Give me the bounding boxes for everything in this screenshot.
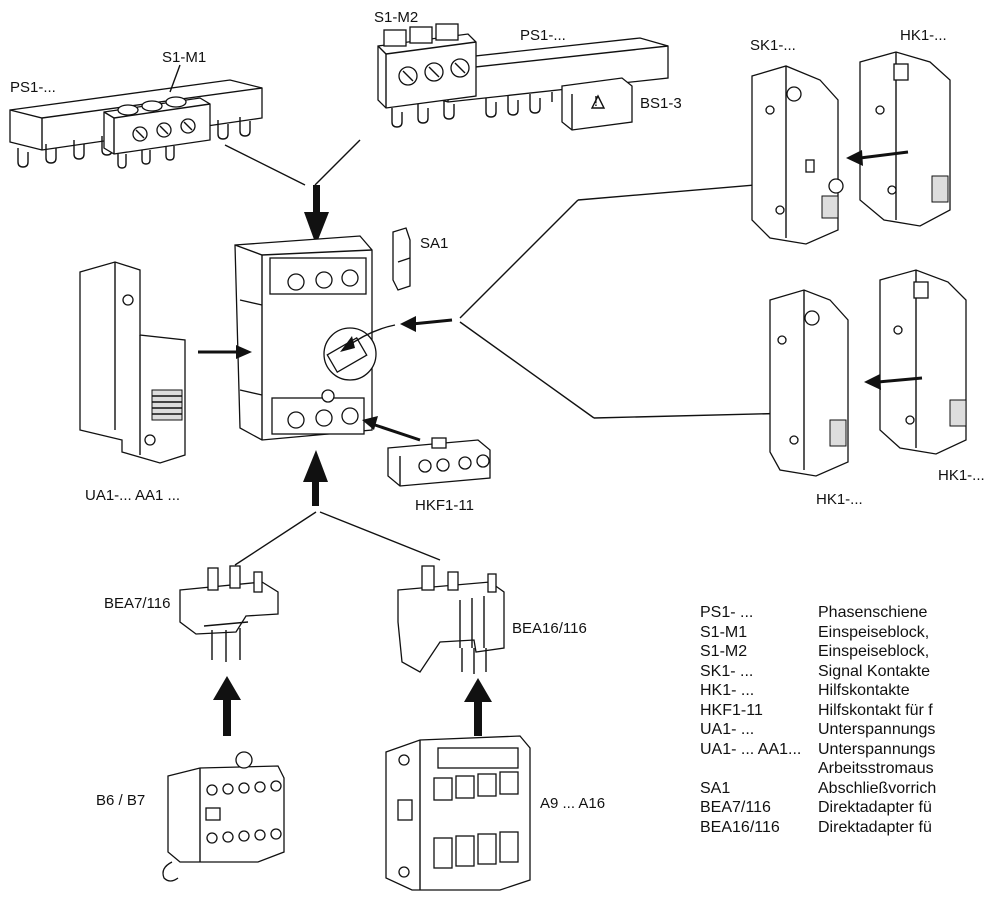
bs1-3-terminal-cover: ! [561, 77, 633, 131]
label-bea16-116: BEA16/116 [512, 620, 587, 637]
legend-code [700, 759, 818, 779]
legend-description: Hilfskontakte [818, 682, 910, 699]
sa1-lockout-device [340, 227, 411, 352]
arrow-up-bottom [303, 450, 328, 506]
legend-code: UA1- ... [700, 721, 755, 738]
arrow-up-bea7 [213, 676, 241, 736]
label-hkf1-11: HKF1-11 [415, 497, 474, 514]
connector-lines-top [224, 139, 361, 186]
legend-code: SA1 [700, 779, 731, 797]
legend-row: BEA7/116 Direktadapter fü [700, 798, 936, 818]
legend-code: HK1- ... [700, 682, 755, 699]
legend-row: BEA16/116 Direktadapter fü [700, 818, 936, 838]
legend-description: Phasenschiene [818, 604, 928, 621]
legend-row: PS1- ... Phasenschiene [700, 603, 936, 623]
legend-row: UA1- ... AA1... Unterspannungs [700, 740, 936, 760]
legend-description: Unterspannungs [818, 721, 936, 738]
legend-code: UA1- ... AA1... [700, 740, 802, 758]
label-b6-b7: B6 / B7 [96, 792, 145, 809]
bea7-116-adapter [179, 565, 279, 662]
label-hk1-bottom-left: HK1-... [816, 491, 863, 508]
legend-description: Einspeiseblock, [818, 623, 930, 641]
label-ua1-aa1: UA1-... AA1 ... [85, 487, 180, 504]
hk1-aux-contact-bottom-right [879, 269, 967, 455]
label-s1-m1: S1-M1 [162, 49, 206, 66]
legend-code: HKF1-11 [700, 701, 763, 719]
svg-text:!: ! [594, 93, 598, 110]
hkf1-11-aux-contact [387, 437, 491, 487]
a9-a16-contactor [385, 735, 531, 891]
b6-b7-contactor [162, 751, 285, 882]
arrow-left-bottom-right [864, 374, 923, 390]
legend-description: Direktadapter fü [818, 818, 932, 836]
arrow-up-bea16 [464, 678, 492, 736]
label-sa1: SA1 [420, 235, 448, 252]
legend-description: Arbeitsstromaus [818, 760, 934, 777]
legend-description: Abschließvorrich [818, 779, 937, 797]
legend-description: Direktadapter fü [818, 799, 932, 816]
label-bea7-116: BEA7/116 [104, 595, 170, 612]
legend-description: Unterspannungs [818, 740, 936, 758]
hk1-aux-contact-bottom-left [769, 289, 849, 477]
label-bs1-3: BS1-3 [640, 95, 682, 112]
legend-row: S1-M1 Einspeiseblock, [700, 623, 936, 643]
legend-row: SA1 Abschließvorrich [700, 779, 936, 799]
label-ps1-left: PS1-... [10, 79, 56, 96]
connector-lines-bottom [234, 511, 441, 566]
legend-row: Arbeitsstromaus [700, 759, 936, 779]
sk1-signal-contact [751, 65, 844, 245]
legend-row: HK1- ... Hilfskontakte [700, 681, 936, 701]
legend-code: S1-M2 [700, 643, 748, 660]
legend-description: Signal Kontakte [818, 662, 931, 680]
bea16-116-adapter [397, 565, 505, 674]
arrow-right-left [198, 345, 252, 359]
arrow-down-top [304, 185, 329, 245]
legend-code: PS1- ... [700, 604, 754, 621]
legend-description: Einspeiseblock, [818, 643, 930, 660]
hk1-aux-contact-top [859, 51, 951, 227]
legend-description: Hilfskontakt für f [818, 701, 933, 719]
legend-code: BEA16/116 [700, 818, 780, 836]
legend-row: UA1- ... Unterspannungs [700, 720, 936, 740]
legend-code: S1-M1 [700, 623, 748, 641]
legend-code: BEA7/116 [700, 799, 771, 816]
label-hk1-bottom-right: HK1-... [938, 467, 985, 484]
label-sk1: SK1-... [750, 37, 796, 54]
label-a9-a16: A9 ... A16 [540, 795, 605, 812]
legend-row: HKF1-11 Hilfskontakt für f [700, 701, 936, 721]
legend-row: S1-M2 Einspeiseblock, [700, 642, 936, 662]
s1-m1-feeder-block [103, 64, 211, 169]
label-ps1-top: PS1-... [520, 27, 566, 44]
s1-m2-feeder-block [377, 23, 477, 128]
motor-protection-breaker [234, 235, 377, 441]
ua1-aa1-release [79, 261, 186, 464]
arrow-hkf1 [362, 416, 421, 442]
legend-row: SK1- ... Signal Kontakte [700, 662, 936, 682]
label-s1-m2: S1-M2 [374, 9, 418, 26]
label-hk1-top: HK1-... [900, 27, 947, 44]
arrow-left-top-right [846, 150, 909, 166]
legend-code: SK1- ... [700, 662, 754, 680]
